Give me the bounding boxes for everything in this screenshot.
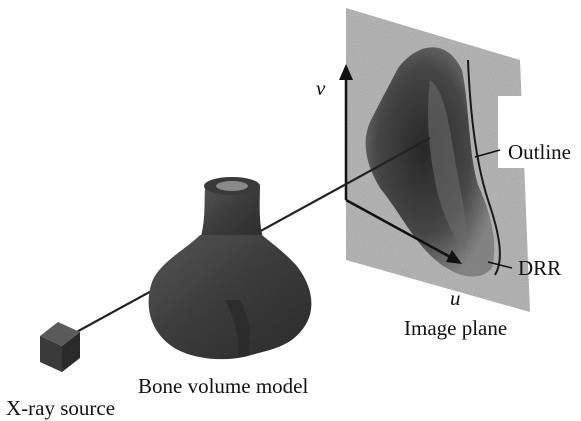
image-plane-label: Image plane	[404, 316, 507, 341]
outline-label: Outline	[508, 140, 571, 165]
bone-volume-model-label: Bone volume model	[138, 374, 308, 399]
drr-label: DRR	[518, 256, 561, 281]
bone-shaft-cavity	[216, 181, 248, 191]
u-axis-label: u	[450, 286, 461, 311]
xray-source-label: X-ray source	[6, 396, 115, 421]
bone-volume-model	[149, 186, 312, 359]
xray-source-cube	[40, 322, 80, 372]
v-axis-label: v	[316, 76, 325, 101]
